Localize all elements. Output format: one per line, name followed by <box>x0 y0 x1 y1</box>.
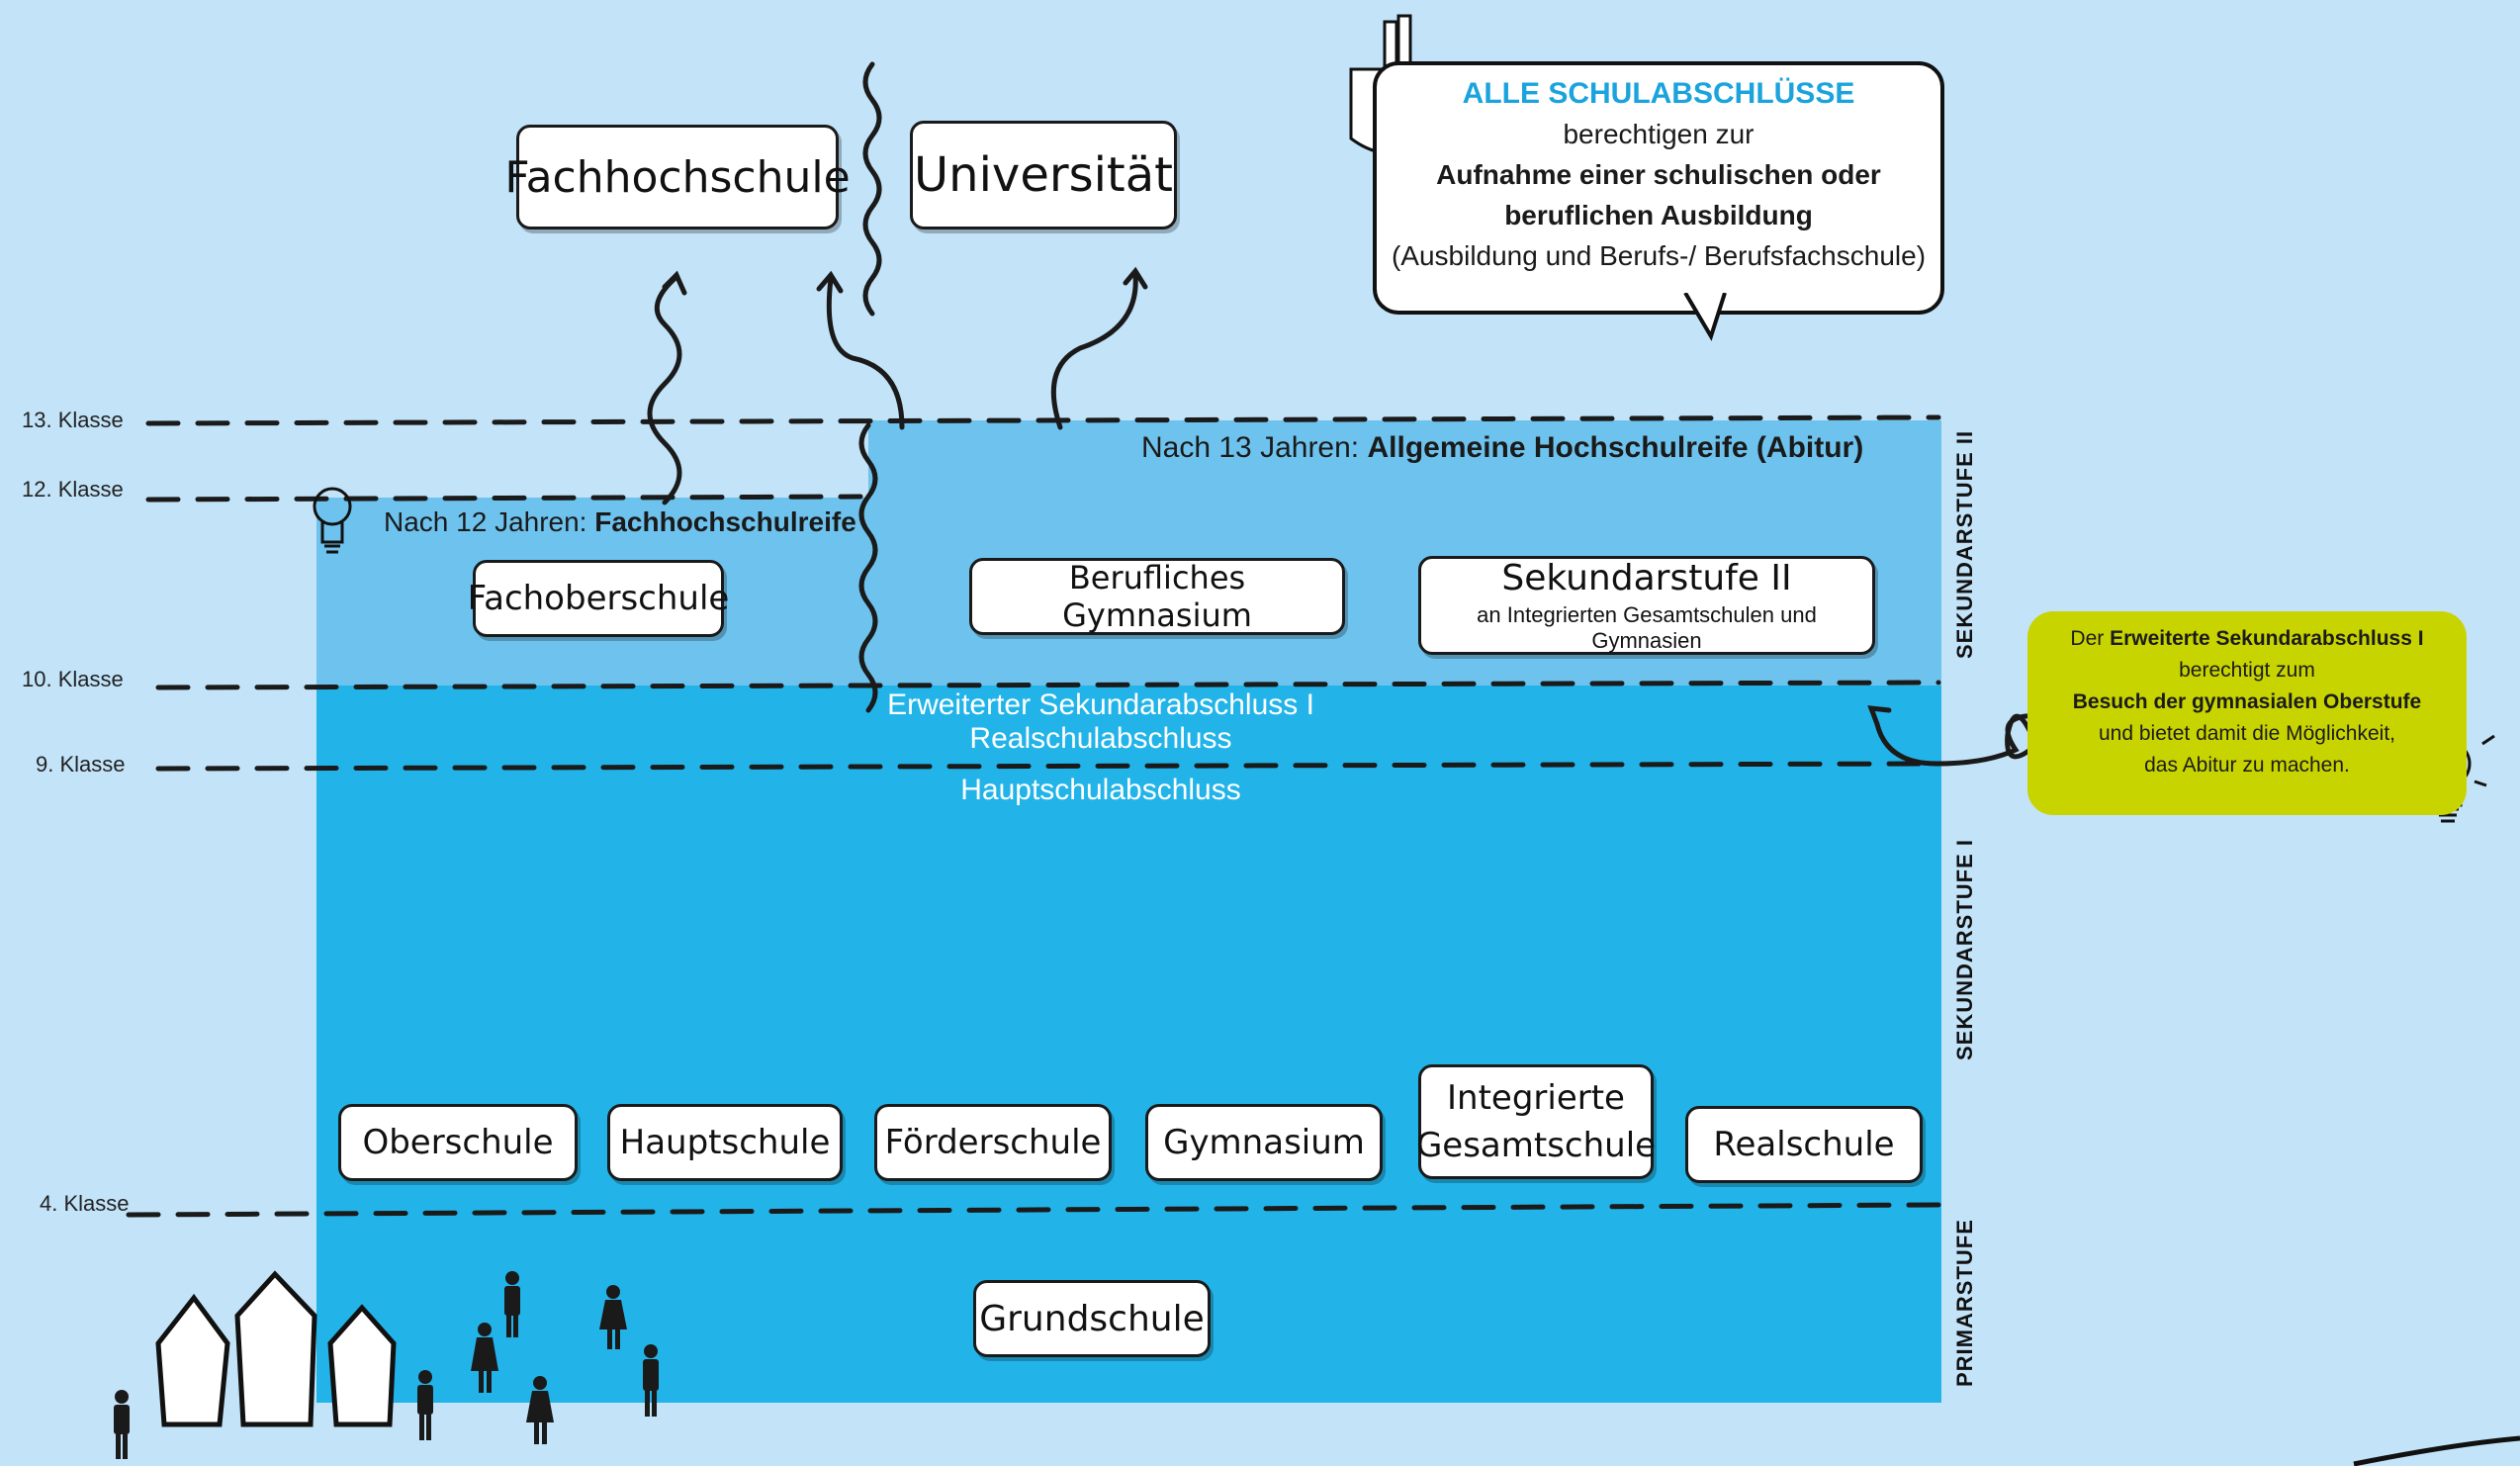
grade-line-13 <box>145 414 1941 426</box>
after-13-bold: Allgemeine Hochschulreife (Abitur) <box>1367 431 1864 464</box>
stage-sek1-label: SEKUNDARSTUFE I <box>1952 838 1977 1060</box>
note-line1-bold: Erweiterte Sekundarabschluss I <box>2110 627 2424 650</box>
after-12-caption: Nach 12 Jahren: Fachhochschulreife <box>384 506 856 538</box>
corner-curve <box>2353 1435 2520 1466</box>
stage-sek2-label: SEKUNDARSTUFE II <box>1952 429 1977 659</box>
grade-13-label: 13. Klasse <box>22 408 124 432</box>
bubble-title: ALLE SCHULABSCHLÜSSE <box>1462 77 1855 110</box>
grade-4-label: 4. Klasse <box>40 1191 130 1216</box>
berufliches-gymnasium-box[interactable]: Berufliches Gymnasium <box>969 558 1345 635</box>
after-13-prefix: Nach 13 Jahren: <box>1141 431 1368 464</box>
note-line3-bold: Besuch der gymnasialen Oberstufe <box>2072 690 2422 713</box>
arrow-to-universitaet-right <box>1050 272 1138 430</box>
fachhochschule-label: Fachhochschule <box>504 151 851 203</box>
bubble-line2: berechtigen zur <box>1563 119 1755 149</box>
people-icon <box>114 1271 659 1459</box>
after-12-prefix: Nach 12 Jahren: <box>384 506 595 537</box>
foerderschule-box[interactable]: Förderschule <box>874 1104 1112 1181</box>
note-line1-prefix: Der <box>2070 627 2111 650</box>
realschule-label: Realschule <box>1713 1125 1895 1164</box>
fachhochschule-box[interactable]: Fachhochschule <box>504 125 851 229</box>
note-line1: Der Erweiterte Sekundarabschluss I <box>2027 623 2467 655</box>
grade-line-12 <box>145 494 863 503</box>
integrierte-line2: Gesamtschule <box>1415 1126 1657 1165</box>
oberschule-label: Oberschule <box>362 1123 554 1162</box>
curly-arrow-note <box>1874 713 2048 767</box>
note-line5: das Abitur zu machen. <box>2144 754 2350 777</box>
erweiterter-abschluss-label: Erweiterter Sekundarabschluss I <box>887 688 1314 721</box>
sekundarstufe-2-subtitle: an Integrierten Gesamtschulen und Gymnas… <box>1477 601 1817 653</box>
oberschule-box[interactable]: Oberschule <box>338 1104 578 1181</box>
grade-10-label: 10. Klasse <box>22 667 124 691</box>
info-bubble: ALLE SCHULABSCHLÜSSE berechtigen zur Auf… <box>1373 61 1944 315</box>
bubble-tail <box>1683 293 1727 341</box>
note-line4: und bietet damit die Möglichkeit, <box>2099 722 2395 745</box>
fachoberschule-box[interactable]: Fachoberschule <box>468 560 729 637</box>
gymnasium-label: Gymnasium <box>1163 1123 1365 1162</box>
integrierte-line1: Integrierte <box>1447 1078 1625 1118</box>
berufliches-gymnasium-label: Berufliches Gymnasium <box>1062 559 1252 634</box>
hauptschule-box[interactable]: Hauptschule <box>607 1104 843 1181</box>
stage-primar-label: PRIMARSTUFE <box>1952 1219 1977 1387</box>
grade-line-4 <box>126 1202 1941 1218</box>
universitaet-label: Universität <box>914 147 1173 203</box>
after-13-caption: Nach 13 Jahren: Allgemeine Hochschulreif… <box>1141 431 1863 465</box>
grade-12-label: 12. Klasse <box>22 477 124 502</box>
hauptschule-label: Hauptschule <box>619 1123 831 1162</box>
divider-wave-band <box>858 422 878 713</box>
realschulabschluss-label: Realschulabschluss <box>969 722 1232 755</box>
note-line3: Besuch der gymnasialen Oberstufe <box>2027 687 2467 718</box>
hauptschulabschluss-label: Hauptschulabschluss <box>960 774 1241 806</box>
erweiterter-abschluss-note: Der Erweiterte Sekundarabschluss I berec… <box>2027 611 2467 815</box>
realschule-box[interactable]: Realschule <box>1685 1106 1923 1183</box>
foerderschule-label: Förderschule <box>884 1123 1102 1162</box>
houses-icon <box>155 1270 397 1427</box>
bubble-line4: beruflichen Ausbildung <box>1504 200 1813 230</box>
grade-line-9 <box>155 761 1941 772</box>
integrierte-gesamtschule-box[interactable]: Integrierte Gesamtschule <box>1415 1064 1657 1179</box>
after-12-bold: Fachhochschulreife <box>594 506 856 537</box>
fachoberschule-label: Fachoberschule <box>467 579 730 618</box>
universitaet-box[interactable]: Universität <box>910 121 1177 229</box>
bubble-line3: Aufnahme einer schulischen oder <box>1436 159 1881 190</box>
sekundarstufe-2-box[interactable]: Sekundarstufe II an Integrierten Gesamts… <box>1418 556 1875 655</box>
gymnasium-box[interactable]: Gymnasium <box>1145 1104 1383 1181</box>
bubble-line5: (Ausbildung und Berufs-/ Berufsfachschul… <box>1391 240 1927 271</box>
grade-line-10 <box>155 680 1941 690</box>
grundschule-label: Grundschule <box>979 1298 1205 1339</box>
arrow-to-universitaet-left <box>826 276 905 430</box>
arrow-to-fachhochschule <box>647 274 682 505</box>
grade-9-label: 9. Klasse <box>36 752 126 777</box>
sekundarstufe-2-title: Sekundarstufe II <box>1501 557 1792 598</box>
grundschule-box[interactable]: Grundschule <box>973 1280 1211 1357</box>
note-line2: berechtigt zum <box>2179 659 2315 682</box>
divider-wave-top <box>862 61 882 317</box>
lightbulb-icon <box>313 487 352 554</box>
